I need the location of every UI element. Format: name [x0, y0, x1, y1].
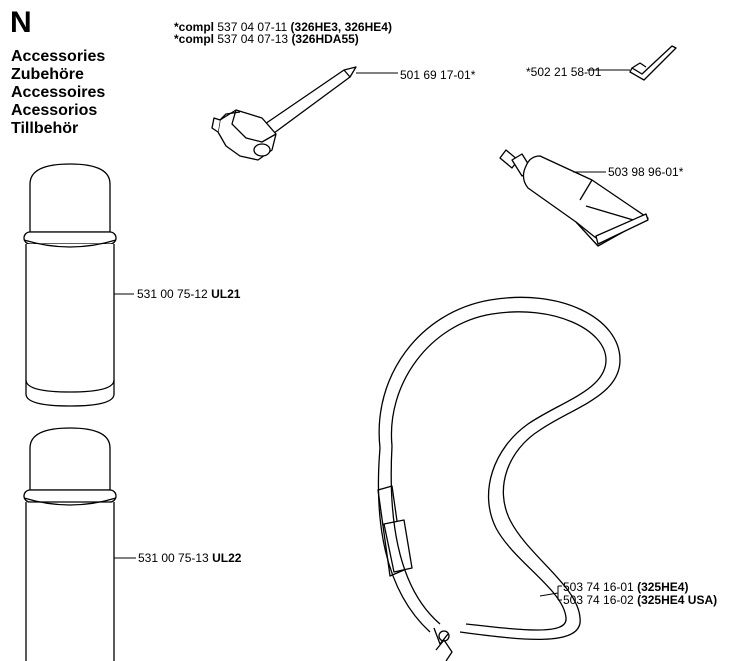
- part-number-harness-2: 503 74 16-02 (325HE4 USA): [563, 593, 718, 607]
- title-english: Accessories: [11, 48, 106, 65]
- part-number-hex-key: *502 21 58-01: [526, 65, 602, 79]
- part-number-combination-wrench: 501 69 17-01*: [400, 68, 476, 82]
- spray-can-ul22-drawing: [23, 427, 117, 661]
- compl-line-1: *compl 537 04 07-11 (326HE3, 326HE4): [174, 20, 392, 34]
- leader-line-harness: [539, 585, 562, 601]
- title-french: Accessoires: [11, 84, 106, 101]
- grease-tube-drawing: [499, 149, 649, 247]
- part-number-spray-can-ul22: 531 00 75-13 UL22: [138, 551, 242, 565]
- title-swedish: Tillbehör: [11, 120, 79, 137]
- section-letter: N: [10, 6, 32, 39]
- spray-can-ul21-drawing: [23, 163, 117, 407]
- part-number-spray-can-ul21: 531 00 75-12 UL21: [137, 287, 241, 301]
- hex-key-drawing: [629, 45, 677, 81]
- title-spanish: Acessorios: [11, 102, 98, 119]
- harness-drawing: [377, 296, 621, 661]
- section-titles: Accessories Zubehöre Accessoires Acessor…: [11, 48, 105, 138]
- part-number-harness-1: 503 74 16-01 (325HE4): [563, 580, 689, 594]
- part-number-grease-tube: 503 98 96-01*: [608, 165, 684, 179]
- combination-wrench-drawing: [211, 66, 357, 161]
- title-german: Zubehöre: [11, 66, 84, 83]
- compl-line-2: *compl 537 04 07-13 (326HDA55): [174, 32, 359, 46]
